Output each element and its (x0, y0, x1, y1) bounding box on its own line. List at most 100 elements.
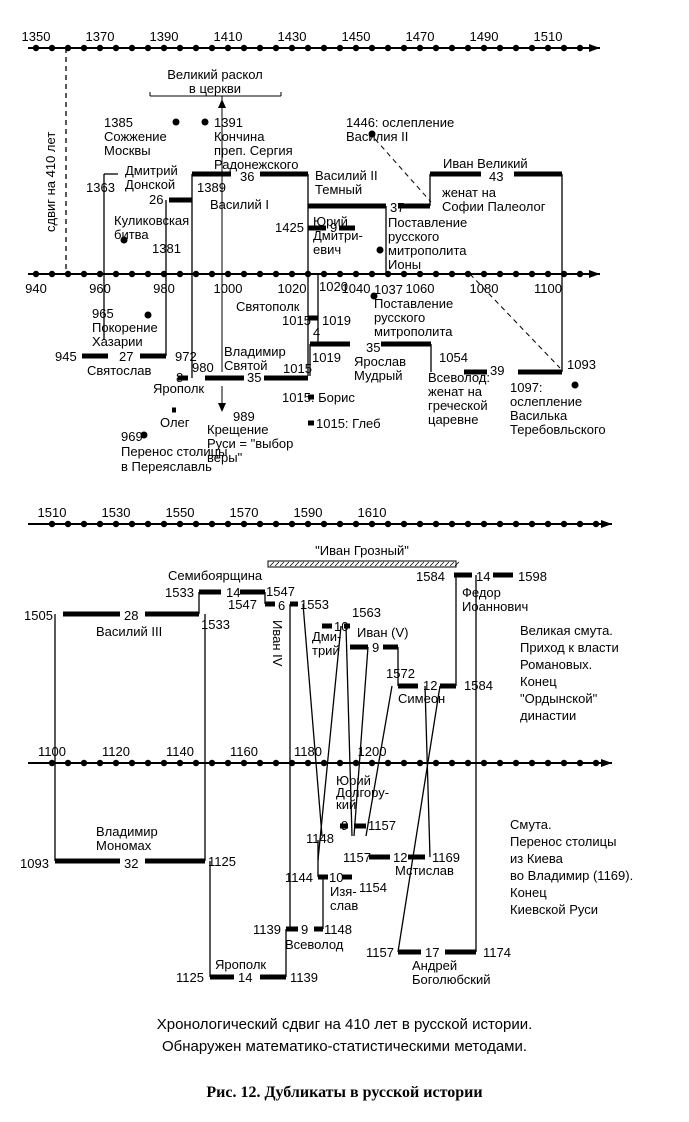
label: 39 (490, 363, 504, 378)
axis-tick-dot (112, 270, 120, 278)
label: 1019 (322, 313, 351, 328)
axis-tick-dot (576, 759, 584, 767)
axis-tick-dot (512, 759, 520, 767)
axis-tick-dot (64, 520, 72, 528)
axis-tick-dot (576, 520, 584, 528)
axis-tick-dot (192, 520, 200, 528)
axis-tick-label: 1060 (406, 281, 435, 296)
connector-line (302, 603, 323, 837)
axis-tick-dot (368, 44, 376, 52)
label: 1547 (228, 597, 257, 612)
axis-tick-dot (480, 520, 488, 528)
axis-tick-dot (224, 759, 232, 767)
label: 1584 (416, 569, 445, 584)
axis-tick-dot (352, 44, 360, 52)
axis-tick-dot (48, 270, 56, 278)
axis-tick-dot (288, 270, 296, 278)
axis-tick-dot (272, 759, 280, 767)
label: 12 (423, 678, 437, 693)
axis-tick-dot (464, 759, 472, 767)
label: 1389 (197, 180, 226, 195)
hatch-stroke (309, 561, 315, 567)
label: 1553 (300, 597, 329, 612)
axis-tick-dot (480, 759, 488, 767)
axis-tick-dot (464, 270, 472, 278)
label: Ярополк (153, 381, 204, 396)
event-dot (370, 292, 378, 300)
label: 9 (330, 220, 337, 235)
label: 1015 (283, 361, 312, 376)
hatch-stroke (374, 561, 380, 567)
label: 1572 (386, 666, 415, 681)
event-dot (368, 130, 376, 138)
axis-tick-dot (496, 44, 504, 52)
hatch-stroke (324, 561, 330, 567)
hatch-stroke (269, 561, 275, 567)
axis-tick-dot (208, 270, 216, 278)
axis-tick-dot (256, 520, 264, 528)
label: 1584 (464, 678, 493, 693)
axis-tick-label: 1000 (214, 281, 243, 296)
axis-tick-dot (48, 759, 56, 767)
axis-tick-label: 1350 (22, 29, 51, 44)
hatch-stroke (454, 561, 460, 567)
shift-label: сдвиг на 410 лет (43, 132, 58, 232)
dashed-link (469, 273, 561, 369)
axis-tick-dot (320, 759, 328, 767)
axis-tick-dot (208, 520, 216, 528)
label: Иван IV (270, 620, 285, 667)
hatch-stroke (344, 561, 350, 567)
axis-tick-dot (528, 44, 536, 52)
axis-tick-dot (48, 520, 56, 528)
axis-tick-label: 1410 (214, 29, 243, 44)
axis-tick-dot (224, 270, 232, 278)
label: 12 (393, 850, 407, 865)
axis-tick-dot (448, 759, 456, 767)
hatch-stroke (299, 561, 305, 567)
axis-tick-dot (400, 270, 408, 278)
axis-tick-dot (80, 44, 88, 52)
axis-tick-dot (560, 759, 568, 767)
axis-tick-dot (224, 44, 232, 52)
axis-tick-dot (176, 759, 184, 767)
axis-tick-dot (336, 520, 344, 528)
axis-tick-dot (416, 759, 424, 767)
axis-tick-dot (144, 520, 152, 528)
axis-tick-dot (240, 520, 248, 528)
axis-tick-label: 1120 (102, 744, 130, 759)
axis-tick-dot (96, 520, 104, 528)
axis-tick-label: 1390 (150, 29, 179, 44)
label: 1533 (165, 585, 194, 600)
axis-tick-dot (304, 759, 312, 767)
axis-tick-dot (368, 759, 376, 767)
label: 1157 (366, 945, 394, 960)
axis-tick-dot (176, 270, 184, 278)
axis-tick-dot (336, 44, 344, 52)
axis-tick-dot (288, 44, 296, 52)
label: 35 (366, 340, 380, 355)
axis-tick-dot (368, 270, 376, 278)
axis-tick-dot (496, 520, 504, 528)
axis-tick-dot (64, 270, 72, 278)
label: Василий I (210, 197, 269, 212)
axis-tick-dot (512, 44, 520, 52)
axis-tick-label: 1470 (406, 29, 435, 44)
label: 1015: Борис (282, 390, 355, 405)
connector-line (424, 685, 431, 858)
label: 1598 (518, 569, 547, 584)
axis-tick-dot (32, 44, 40, 52)
caption-line-1: Хронологический сдвиг на 410 лет в русск… (156, 1016, 533, 1033)
hatch-stroke (394, 561, 400, 567)
axis-tick-dot (160, 44, 168, 52)
label: 8 (176, 370, 183, 385)
hatch-stroke (289, 561, 295, 567)
hatch-stroke (414, 561, 420, 567)
axis-tick-dot (560, 520, 568, 528)
axis-tick-dot (192, 759, 200, 767)
axis-tick-dot (480, 44, 488, 52)
